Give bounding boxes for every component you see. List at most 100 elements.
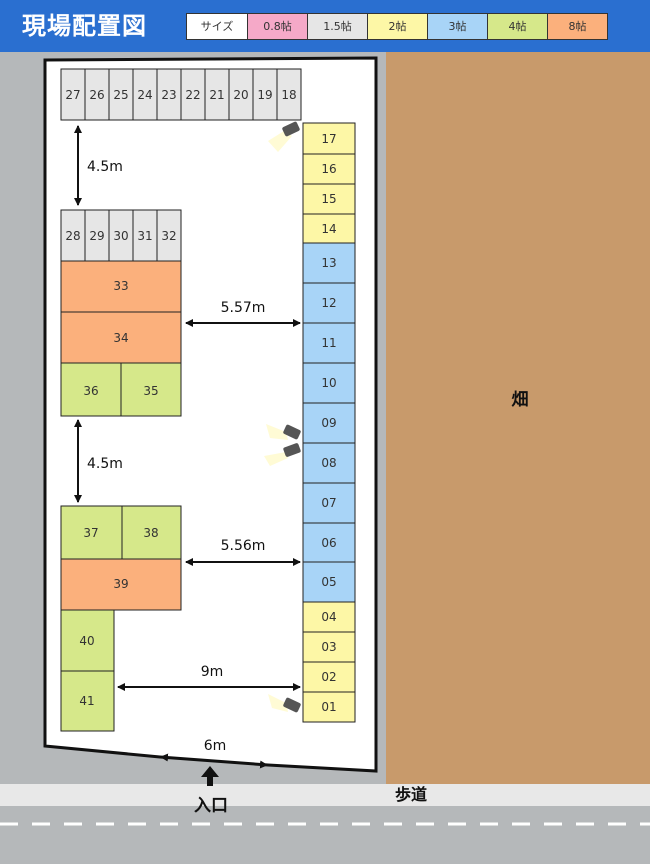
spotlight-icon [268, 694, 301, 713]
unit-20-label: 20 [233, 88, 248, 102]
sidewalk [0, 784, 650, 806]
unit-03-label: 03 [321, 640, 336, 654]
unit-05-label: 05 [321, 575, 336, 589]
unit-29[interactable] [84, 209, 110, 262]
entrance-label: 入口 [194, 796, 228, 816]
unit-20[interactable] [228, 68, 254, 121]
unit-block-upper: 28 29 30 31 32 33 34 36 35 [60, 209, 182, 417]
unit-38-label: 38 [143, 526, 158, 540]
unit-21-label: 21 [209, 88, 224, 102]
entrance-width-label: 6m [204, 738, 227, 754]
unit-27-label: 27 [65, 88, 80, 102]
aisle-lower-label: 5.56m [221, 538, 266, 554]
unit-17[interactable] [302, 122, 356, 155]
unit-10-label: 10 [321, 376, 336, 390]
unit-36-label: 36 [83, 384, 98, 398]
unit-28-label: 28 [65, 229, 80, 243]
unit-39[interactable] [60, 558, 182, 611]
unit-30-label: 30 [113, 229, 128, 243]
unit-15-label: 15 [321, 192, 336, 206]
unit-31-label: 31 [137, 229, 152, 243]
unit-07-label: 07 [321, 496, 336, 510]
unit-23-label: 23 [161, 88, 176, 102]
gap-mid-label: 4.5m [87, 456, 123, 472]
unit-10[interactable] [302, 362, 356, 404]
unit-11-label: 11 [321, 336, 336, 350]
field-area [386, 52, 650, 784]
unit-06-label: 06 [321, 536, 336, 550]
unit-24-label: 24 [137, 88, 152, 102]
spotlight-icon [266, 424, 301, 440]
unit-29-label: 29 [89, 229, 104, 243]
unit-12-label: 12 [321, 296, 336, 310]
unit-22[interactable] [180, 68, 206, 121]
dimension-lines: 4.5m 4.5m 5.57m 5.56m 9m 6m [74, 125, 301, 769]
unit-06[interactable] [302, 522, 356, 563]
unit-column-right: 17 16 15 14 13 12 11 10 09 08 07 06 05 0… [302, 122, 356, 723]
unit-41[interactable] [60, 670, 115, 732]
unit-11[interactable] [302, 322, 356, 364]
unit-26[interactable] [84, 68, 110, 121]
size-legend: サイズ 0.8帖 1.5帖 2帖 3帖 4帖 8帖 [186, 13, 608, 40]
unit-14[interactable] [302, 213, 356, 244]
unit-15[interactable] [302, 183, 356, 215]
unit-16-label: 16 [321, 162, 336, 176]
unit-37[interactable] [60, 505, 123, 560]
unit-25-label: 25 [113, 88, 128, 102]
site-map: 27 26 25 24 23 22 21 20 19 18 28 29 30 3… [0, 52, 650, 864]
unit-34[interactable] [60, 311, 182, 364]
unit-17-label: 17 [321, 132, 336, 146]
gap-top-label: 4.5m [87, 159, 123, 175]
legend-item-4: 4帖 [487, 14, 547, 39]
unit-13[interactable] [302, 242, 356, 284]
unit-19-label: 19 [257, 88, 272, 102]
unit-40[interactable] [60, 609, 115, 672]
spotlight-icon [264, 443, 301, 466]
legend-item-1.5: 1.5帖 [307, 14, 367, 39]
unit-18-label: 18 [281, 88, 296, 102]
unit-32[interactable] [156, 209, 182, 262]
field-label: 畑 [512, 390, 529, 410]
unit-12[interactable] [302, 282, 356, 324]
unit-04-label: 04 [321, 610, 336, 624]
unit-01[interactable] [302, 691, 356, 723]
unit-35-label: 35 [143, 384, 158, 398]
unit-40-label: 40 [79, 634, 94, 648]
unit-02-label: 02 [321, 670, 336, 684]
unit-34-label: 34 [113, 331, 128, 345]
unit-24[interactable] [132, 68, 158, 121]
unit-16[interactable] [302, 153, 356, 185]
unit-41-label: 41 [79, 694, 94, 708]
unit-18[interactable] [276, 68, 302, 121]
legend-label: サイズ [187, 14, 247, 39]
unit-38[interactable] [121, 505, 182, 560]
unit-09-label: 09 [321, 416, 336, 430]
unit-09[interactable] [302, 402, 356, 444]
entrance-arrow-icon [201, 766, 219, 786]
entrance-width-arrow [160, 753, 268, 769]
unit-33[interactable] [60, 260, 182, 313]
unit-08-label: 08 [321, 456, 336, 470]
legend-item-2: 2帖 [367, 14, 427, 39]
aisle-upper-label: 5.57m [221, 300, 266, 316]
unit-32-label: 32 [161, 229, 176, 243]
legend-item-3: 3帖 [427, 14, 487, 39]
unit-37-label: 37 [83, 526, 98, 540]
unit-31[interactable] [132, 209, 158, 262]
page-title: 現場配置図 [22, 12, 147, 40]
unit-08[interactable] [302, 442, 356, 484]
unit-26-label: 26 [89, 88, 104, 102]
aisle-bottom-label: 9m [201, 664, 224, 680]
unit-35[interactable] [120, 362, 182, 417]
unit-39-label: 39 [113, 577, 128, 591]
spotlight-icon [268, 121, 300, 152]
unit-block-lower: 37 38 39 40 41 [60, 505, 182, 732]
unit-36[interactable] [60, 362, 122, 417]
unit-33-label: 33 [113, 279, 128, 293]
legend-item-0.8: 0.8帖 [247, 14, 307, 39]
legend-item-8: 8帖 [547, 14, 607, 39]
unit-22-label: 22 [185, 88, 200, 102]
unit-14-label: 14 [321, 222, 336, 236]
unit-01-label: 01 [321, 700, 336, 714]
unit-row-top: 27 26 25 24 23 22 21 20 19 18 [60, 68, 302, 121]
